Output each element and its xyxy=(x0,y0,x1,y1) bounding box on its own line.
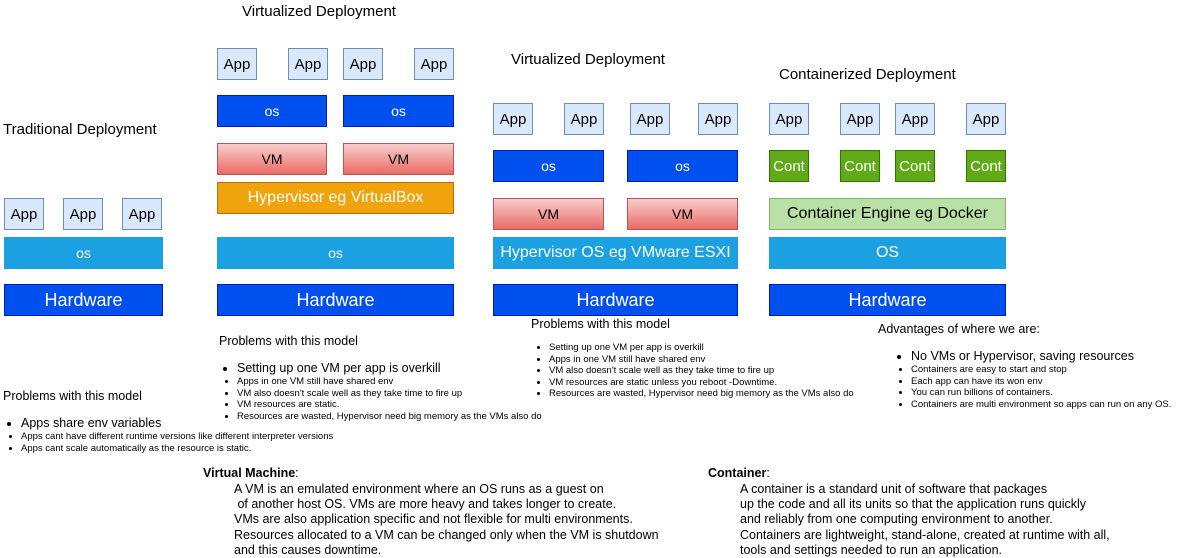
virt1-app-1: App xyxy=(217,48,257,80)
cont-app-4: App xyxy=(966,103,1006,135)
virt2-problem-3: VM also doesn't scale well as they take … xyxy=(549,365,854,377)
trad-hardware: Hardware xyxy=(4,284,163,316)
cont-container-2: Cont xyxy=(840,150,880,182)
trad-app-2: App xyxy=(63,198,103,230)
virt2-problems-list: Setting up one VM per app is overkill Ap… xyxy=(531,342,854,400)
virt1-problem-1: Setting up one VM per app is overkill xyxy=(237,361,542,376)
virt1-app-3: App xyxy=(343,48,383,80)
virt2-problem-1: Setting up one VM per app is overkill xyxy=(549,342,854,354)
virt2-hardware: Hardware xyxy=(493,284,738,316)
virt1-problem-5: Resources are wasted, Hypervisor need bi… xyxy=(237,411,542,423)
virt1-hardware: Hardware xyxy=(217,284,454,316)
virt1-title: Virtualized Deployment xyxy=(242,3,396,20)
virt2-guest-os-1: os xyxy=(493,150,604,182)
virt2-problems-title: Problems with this model xyxy=(531,317,670,331)
virt2-app-4: App xyxy=(698,103,738,135)
virt1-hypervisor: Hypervisor eg VirtualBox xyxy=(217,182,454,214)
virt1-guest-os-1: os xyxy=(217,95,327,127)
virt1-host-os: os xyxy=(217,237,454,269)
container-definition-colon: : xyxy=(766,466,770,480)
cont-advantage-5: Containers are multi environment so apps… xyxy=(911,399,1171,411)
virt2-vm-2: VM xyxy=(627,198,738,230)
virt1-problems-list: Setting up one VM per app is overkill Ap… xyxy=(219,361,542,422)
virt1-problem-2: Apps in one VM still have shared env xyxy=(237,376,542,388)
virt1-problem-4: VM resources are static. xyxy=(237,399,542,411)
trad-problem-3: Apps cant scale automatically as the res… xyxy=(21,443,333,455)
virt2-vm-1: VM xyxy=(493,198,604,230)
cont-advantage-3: Each app can have its won env xyxy=(911,376,1171,388)
cont-container-4: Cont xyxy=(966,150,1006,182)
cont-title: Containerized Deployment xyxy=(779,66,956,83)
virt2-problem-5: Resources are wasted, Hypervisor need bi… xyxy=(549,388,854,400)
virt2-problem-4: VM resources are static unless you reboo… xyxy=(549,377,854,389)
trad-app-3: App xyxy=(122,198,162,230)
cont-engine: Container Engine eg Docker xyxy=(769,198,1006,230)
cont-advantages-title: Advantages of where we are: xyxy=(878,322,1040,336)
cont-app-2: App xyxy=(840,103,880,135)
cont-container-3: Cont xyxy=(895,150,935,182)
virt2-app-1: App xyxy=(493,103,533,135)
container-definition-text: A container is a standard unit of softwa… xyxy=(740,482,1110,557)
traditional-title: Traditional Deployment xyxy=(3,121,157,138)
virt1-problem-3: VM also doesn't scale well as they take … xyxy=(237,388,542,400)
cont-app-1: App xyxy=(769,103,809,135)
trad-problem-1: Apps share env variables xyxy=(21,416,333,431)
trad-os: os xyxy=(4,237,163,269)
virt1-vm-2: VM xyxy=(343,143,454,175)
virt2-title: Virtualized Deployment xyxy=(511,51,665,68)
virt2-hypervisor-os: Hypervisor OS eg VMware ESXI xyxy=(493,237,738,269)
cont-advantages-list: No VMs or Hypervisor, saving resources C… xyxy=(893,349,1171,410)
virt2-guest-os-2: os xyxy=(627,150,738,182)
cont-container-1: Cont xyxy=(769,150,809,182)
virt1-problems-title: Problems with this model xyxy=(219,334,358,348)
virt1-app-4: App xyxy=(414,48,454,80)
virt2-app-3: App xyxy=(630,103,670,135)
vm-definition-title: Virtual Machine: xyxy=(203,466,299,480)
vm-definition-term: Virtual Machine xyxy=(203,466,296,480)
virt1-vm-1: VM xyxy=(217,143,327,175)
vm-definition-text: A VM is an emulated environment where an… xyxy=(234,482,659,557)
virt2-problem-2: Apps in one VM still have shared env xyxy=(549,354,854,366)
cont-advantage-1: No VMs or Hypervisor, saving resources xyxy=(911,349,1171,364)
cont-app-3: App xyxy=(895,103,935,135)
trad-problems-list: Apps share env variables Apps cant have … xyxy=(3,416,333,454)
container-definition-term: Container xyxy=(708,466,767,480)
virt1-app-2: App xyxy=(288,48,328,80)
cont-hardware: Hardware xyxy=(769,284,1006,316)
container-definition-title: Container: xyxy=(708,466,770,480)
virt2-app-2: App xyxy=(564,103,604,135)
trad-problems-title: Problems with this model xyxy=(3,389,142,403)
trad-problem-2: Apps cant have different runtime version… xyxy=(21,431,333,443)
virt1-guest-os-2: os xyxy=(343,95,454,127)
cont-os: OS xyxy=(769,237,1006,269)
vm-definition-colon: : xyxy=(295,466,299,480)
cont-advantage-2: Containers are easy to start and stop xyxy=(911,364,1171,376)
cont-advantage-4: You can run billions of containers. xyxy=(911,387,1171,399)
trad-app-1: App xyxy=(4,198,44,230)
